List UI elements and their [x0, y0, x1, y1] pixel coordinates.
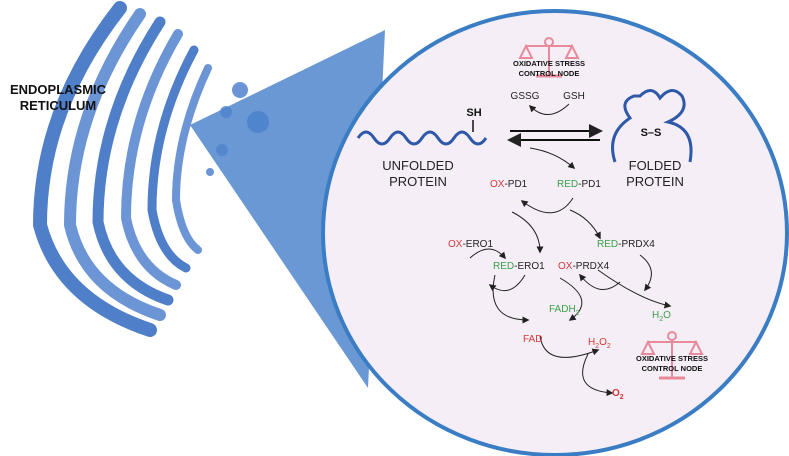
h2o-b: O — [663, 310, 671, 321]
red-ero1-prefix: RED — [493, 261, 514, 272]
h2o2-b: O — [599, 337, 607, 348]
ox-prdx4-name: -PRDX4 — [572, 261, 609, 272]
unfolded-label-line2: PROTEIN — [389, 174, 447, 189]
ox-prdx4-prefix: OX — [558, 261, 573, 272]
o2-sub: 2 — [620, 394, 624, 401]
red-pd1-name: -PD1 — [578, 179, 601, 190]
fadh2-sub: 2 — [576, 310, 580, 317]
unfolded-label-line1: UNFOLDED — [382, 158, 454, 173]
disulfide-bond-label: S–S — [641, 127, 662, 139]
ox-pd1-prefix: OX — [490, 179, 505, 190]
er-label-line2: RETICULUM — [20, 98, 97, 113]
red-prdx4-name: -PRDX4 — [618, 239, 655, 250]
red-ero1-name: -ERO1 — [514, 261, 545, 272]
stress-node-bottom-line2: CONTROL NODE — [642, 364, 703, 373]
red-ero1-label: RED-ERO1 — [493, 261, 545, 272]
glutathione-arrow — [528, 103, 570, 115]
gssg-label: GSSG — [511, 91, 540, 102]
ox-pd1-label: OX-PD1 — [490, 179, 528, 190]
folded-label-line2: PROTEIN — [626, 174, 684, 189]
ox-prdx4-label: OX-PRDX4 — [558, 261, 610, 272]
scale-icon — [518, 37, 580, 78]
o2-label: O2 — [612, 388, 624, 401]
fad-label: FAD — [523, 334, 542, 345]
ox-ero1-label: OX-ERO1 — [448, 239, 493, 250]
h2o2-label: H2O2 — [588, 337, 611, 350]
ox-pd1-name: -PD1 — [504, 179, 527, 190]
ox-ero1-name: -ERO1 — [462, 239, 493, 250]
cycle-arrows — [469, 147, 672, 397]
red-pd1-prefix: RED — [557, 179, 578, 190]
stress-node-top-line2: CONTROL NODE — [519, 69, 580, 78]
unfolded-protein-chain — [356, 130, 488, 146]
scale-icon-bottom — [640, 331, 704, 380]
h2o-label: H2O — [652, 310, 671, 323]
gsh-label: GSH — [563, 91, 585, 102]
h2o2-sub1: 2 — [595, 343, 599, 350]
folded-label-line1: FOLDED — [629, 158, 682, 173]
h2o-a: H — [652, 310, 659, 321]
fadh2-base: FADH — [549, 304, 576, 315]
h2o2-a: H — [588, 337, 595, 348]
h2o2-sub2: 2 — [607, 343, 611, 350]
red-prdx4-prefix: RED — [597, 239, 618, 250]
o2-a: O — [612, 388, 620, 399]
ox-ero1-prefix: OX — [448, 239, 463, 250]
folded-protein-chain — [611, 89, 693, 163]
sh-group-label: SH — [466, 107, 481, 119]
red-prdx4-label: RED-PRDX4 — [597, 239, 655, 250]
fadh2-label: FADH2 — [549, 304, 580, 317]
h2o-sub: 2 — [659, 316, 663, 323]
red-pd1-label: RED-PD1 — [557, 179, 601, 190]
stress-node-top-line1: OXIDATIVE STRESS — [513, 59, 585, 68]
stress-node-bottom-line1: OXIDATIVE STRESS — [636, 354, 708, 363]
er-label-line1: ENDOPLASMIC — [10, 82, 107, 97]
